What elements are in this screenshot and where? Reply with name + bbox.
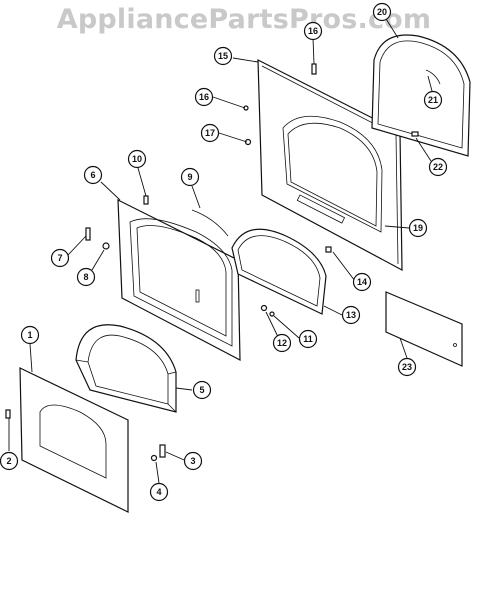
callout-label: 11 <box>303 334 313 344</box>
callout-23: 23 <box>397 357 417 377</box>
door-outer-part-20 <box>371 34 471 157</box>
door-gasket-part-13 <box>231 228 327 315</box>
hardware-pieces <box>5 63 419 462</box>
callout-9: 9 <box>180 167 200 187</box>
callout-13: 13 <box>341 305 361 325</box>
callout-8: 8 <box>76 267 96 287</box>
inner-door-panel-part-6 <box>117 199 241 362</box>
callout-19: 19 <box>408 218 428 238</box>
callout-label: 6 <box>90 170 95 180</box>
callout-label: 14 <box>357 277 367 287</box>
callout-label: 20 <box>377 7 387 17</box>
callout-10: 10 <box>127 149 147 169</box>
outer-door-panel-part-1 <box>19 367 129 513</box>
door-liner-part-5 <box>75 324 177 413</box>
callout-label: 2 <box>6 456 11 466</box>
callout-2: 2 <box>0 451 19 471</box>
callout-label: 1 <box>27 330 32 340</box>
callout-11: 11 <box>298 329 318 349</box>
leader-lines <box>8 13 433 484</box>
callout-label: 7 <box>57 253 62 263</box>
callout-label: 17 <box>205 128 215 138</box>
callout-label: 22 <box>433 162 443 172</box>
callout-label: 16 <box>199 92 209 102</box>
callout-6: 6 <box>83 165 103 185</box>
callout-22: 22 <box>428 157 448 177</box>
callout-label: 4 <box>156 487 161 497</box>
callout-label: 12 <box>277 338 287 348</box>
callout-7: 7 <box>50 248 70 268</box>
callout-label: 5 <box>199 385 204 395</box>
callout-4: 4 <box>149 482 169 502</box>
callout-label: 15 <box>218 51 228 61</box>
kick-plate-part-23 <box>385 291 463 367</box>
callout-17: 17 <box>200 123 220 143</box>
callout-15: 15 <box>213 46 233 66</box>
callout-label: 3 <box>190 456 195 466</box>
callout-label: 23 <box>402 362 412 372</box>
callout-label: 10 <box>132 154 142 164</box>
callout-label: 21 <box>428 95 438 105</box>
callout-label: 9 <box>187 172 192 182</box>
callout-12: 12 <box>272 333 292 353</box>
callout-label: 13 <box>346 310 356 320</box>
callout-14: 14 <box>352 272 372 292</box>
watermark-text: AppliancePartsPros.com <box>56 4 432 35</box>
callout-label: 19 <box>413 223 423 233</box>
callout-16-left: 16 <box>194 87 214 107</box>
callout-5: 5 <box>192 380 212 400</box>
callout-16-top: 16 <box>303 21 323 41</box>
callout-label: 16 <box>308 26 318 36</box>
callout-label: 8 <box>83 272 88 282</box>
callout-20: 20 <box>372 2 392 22</box>
callout-3: 3 <box>183 451 203 471</box>
callout-1: 1 <box>20 325 40 345</box>
callout-21: 21 <box>423 90 443 110</box>
